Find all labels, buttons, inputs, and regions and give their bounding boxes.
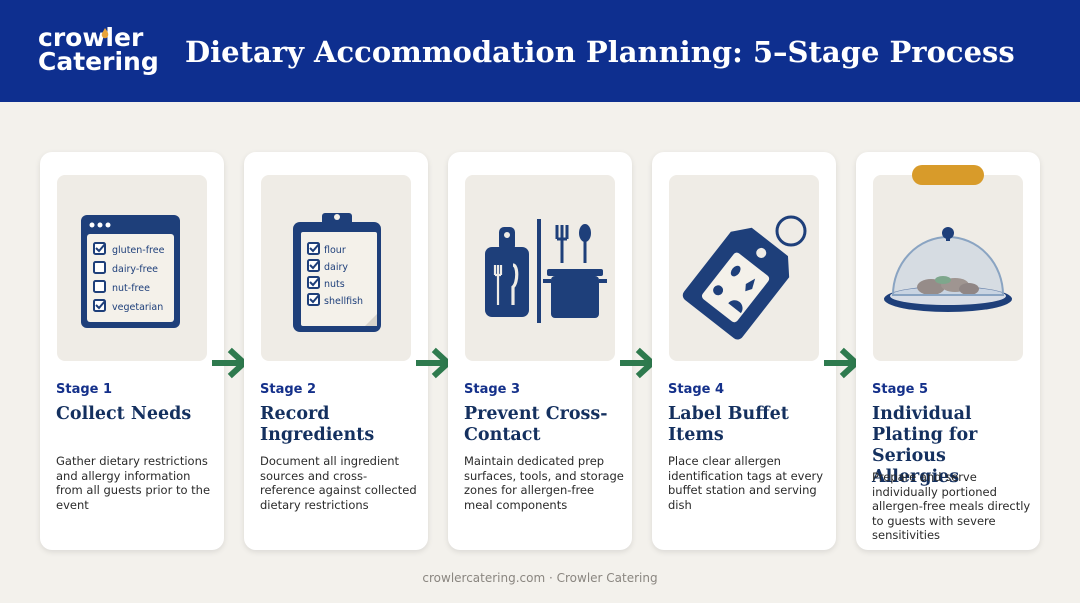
stage-card-2: flour dairy nuts shellfish Stage 2 Recor…: [244, 152, 428, 550]
stage-illustration-3: [465, 175, 615, 361]
stage-description: Place clear allergen identification tags…: [668, 454, 824, 512]
stage-card-5: Stage 5 Individual Plating for Serious A…: [856, 152, 1040, 550]
stage-card-4: Stage 4 Label Buffet Items Place clear a…: [652, 152, 836, 550]
separated-utensils-icon: [485, 219, 607, 323]
allergen-tag-icon: [682, 215, 807, 340]
stage-label: Stage 5: [872, 382, 929, 397]
footer-credit[interactable]: crowlercatering.com · Crowler Catering: [422, 571, 658, 585]
checklist-item: nuts: [324, 279, 345, 290]
stage-description: Maintain dedicated prep surfaces, tools,…: [464, 454, 624, 512]
stage-illustration-1: gluten-free dairy-free nut-free vegetari…: [57, 175, 207, 361]
checklist-item: dairy-free: [112, 264, 158, 275]
stage-label: Stage 4: [668, 382, 725, 397]
checklist-item: shellfish: [324, 296, 363, 307]
cloche-plate-icon: [884, 227, 1012, 312]
stage-description: Prepare and serve individually portioned…: [872, 470, 1031, 542]
checklist-window-icon: gluten-free dairy-free nut-free vegetari…: [81, 215, 180, 328]
checklist-item: nut-free: [112, 283, 150, 294]
checklist-item: flour: [324, 245, 346, 256]
stage-description: Gather dietary restrictions and allergy …: [56, 454, 211, 512]
stage-illustration-2: flour dairy nuts shellfish: [261, 175, 411, 361]
header-bar: crowler Catering Dietary Accommodation P…: [0, 0, 1080, 102]
crowler-logo[interactable]: crowler Catering: [38, 23, 159, 80]
stage-illustration-4: [669, 175, 819, 361]
stage-title: Record Ingredients: [260, 404, 375, 445]
logo-line-1: crowler: [38, 23, 144, 52]
stage-card-1: gluten-free dairy-free nut-free vegetari…: [40, 152, 224, 550]
highlight-badge: [912, 165, 984, 185]
flame-icon: [101, 28, 109, 39]
stage-label: Stage 2: [260, 382, 317, 397]
stage-illustration-5: [873, 175, 1023, 361]
stage-card-3: Stage 3 Prevent Cross-Contact Maintain d…: [448, 152, 632, 550]
stage-title: Collect Needs: [56, 404, 192, 424]
checklist-item: dairy: [324, 262, 348, 273]
clipboard-icon: flour dairy nuts shellfish: [293, 213, 381, 332]
stage-label: Stage 3: [464, 382, 521, 397]
checklist-item: vegetarian: [112, 302, 163, 313]
checklist-item: gluten-free: [112, 245, 165, 256]
stage-title: Prevent Cross-Contact: [464, 404, 608, 445]
page-title: Dietary Accommodation Planning: 5–Stage …: [185, 35, 1015, 69]
stage-description: Document all ingredient sources and cros…: [260, 454, 417, 512]
stage-label: Stage 1: [56, 382, 113, 397]
stage-title: Individual Plating for Serious Allergies: [872, 404, 978, 487]
stage-title: Label Buffet Items: [668, 404, 789, 445]
logo-line-2: Catering: [38, 47, 159, 76]
